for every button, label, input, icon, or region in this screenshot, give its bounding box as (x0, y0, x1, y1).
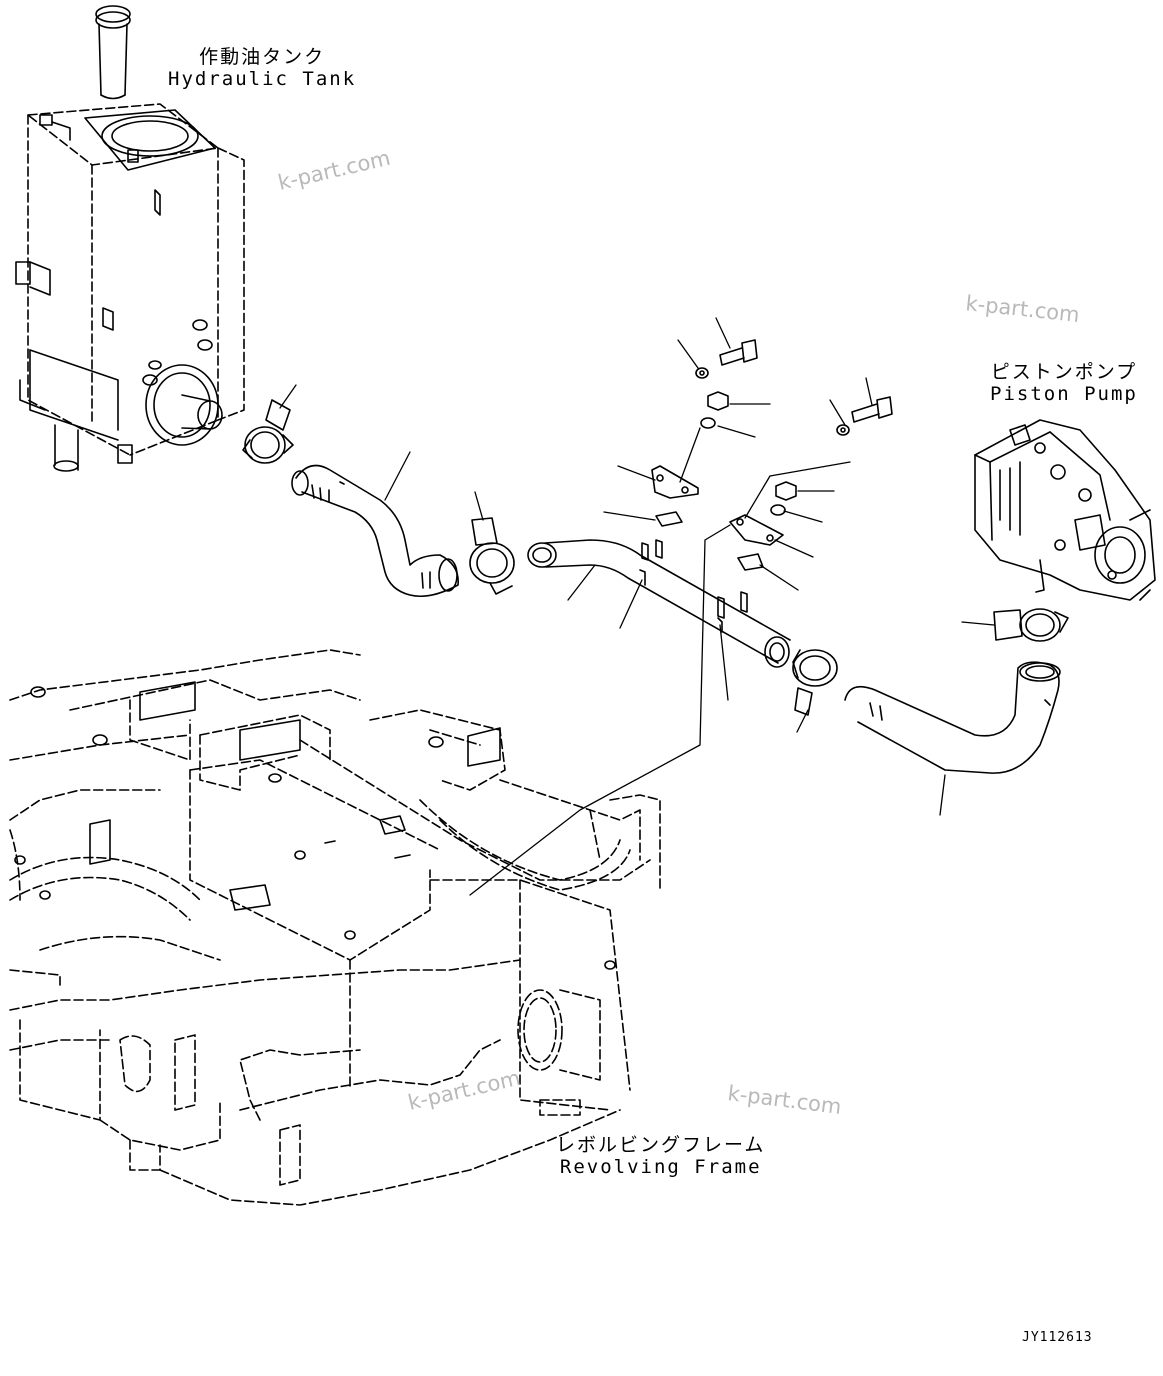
suction-hose-1 (291, 464, 459, 598)
hose-clamp-3 (792, 649, 838, 716)
label-revolving-frame: レボルビングフレーム Revolving Frame (556, 1134, 766, 1179)
hose-clamp-2 (469, 517, 515, 595)
label-hydraulic-tank-en: Hydraulic Tank (168, 67, 357, 90)
label-piston-pump-jp: ピストンポンプ (990, 361, 1138, 383)
watermark-1: k-part.com (276, 146, 393, 195)
label-piston-pump: ピストンポンプ Piston Pump (990, 361, 1138, 406)
frame-details (14, 681, 616, 970)
fastener-set-right (729, 396, 893, 571)
label-hydraulic-tank-jp: 作動油タンク (199, 46, 326, 68)
watermark-3: k-part.com (406, 1066, 523, 1115)
hydraulic-tank (15, 5, 245, 472)
revolving-frame (9, 649, 661, 1206)
label-revolving-frame-jp: レボルビングフレーム (556, 1134, 766, 1156)
suction-hose-2 (844, 661, 1061, 774)
label-hydraulic-tank: 作動油タンク Hydraulic Tank (168, 46, 357, 91)
hose-clamp-1 (242, 399, 294, 464)
label-piston-pump-en: Piston Pump (990, 382, 1138, 405)
piston-pump (974, 419, 1156, 601)
drawing-code: JY112613 (1022, 1330, 1093, 1345)
label-revolving-frame-en: Revolving Frame (559, 1155, 762, 1178)
watermark-4: k-part.com (726, 1081, 842, 1119)
suction-pipe (527, 539, 791, 668)
watermarks: k-part.com k-part.com k-part.com k-part.… (276, 146, 1081, 1119)
watermark-2: k-part.com (964, 291, 1080, 327)
fastener-set-left (651, 339, 758, 527)
hose-clamp-4 (993, 608, 1069, 642)
leader-lines (279, 317, 995, 896)
